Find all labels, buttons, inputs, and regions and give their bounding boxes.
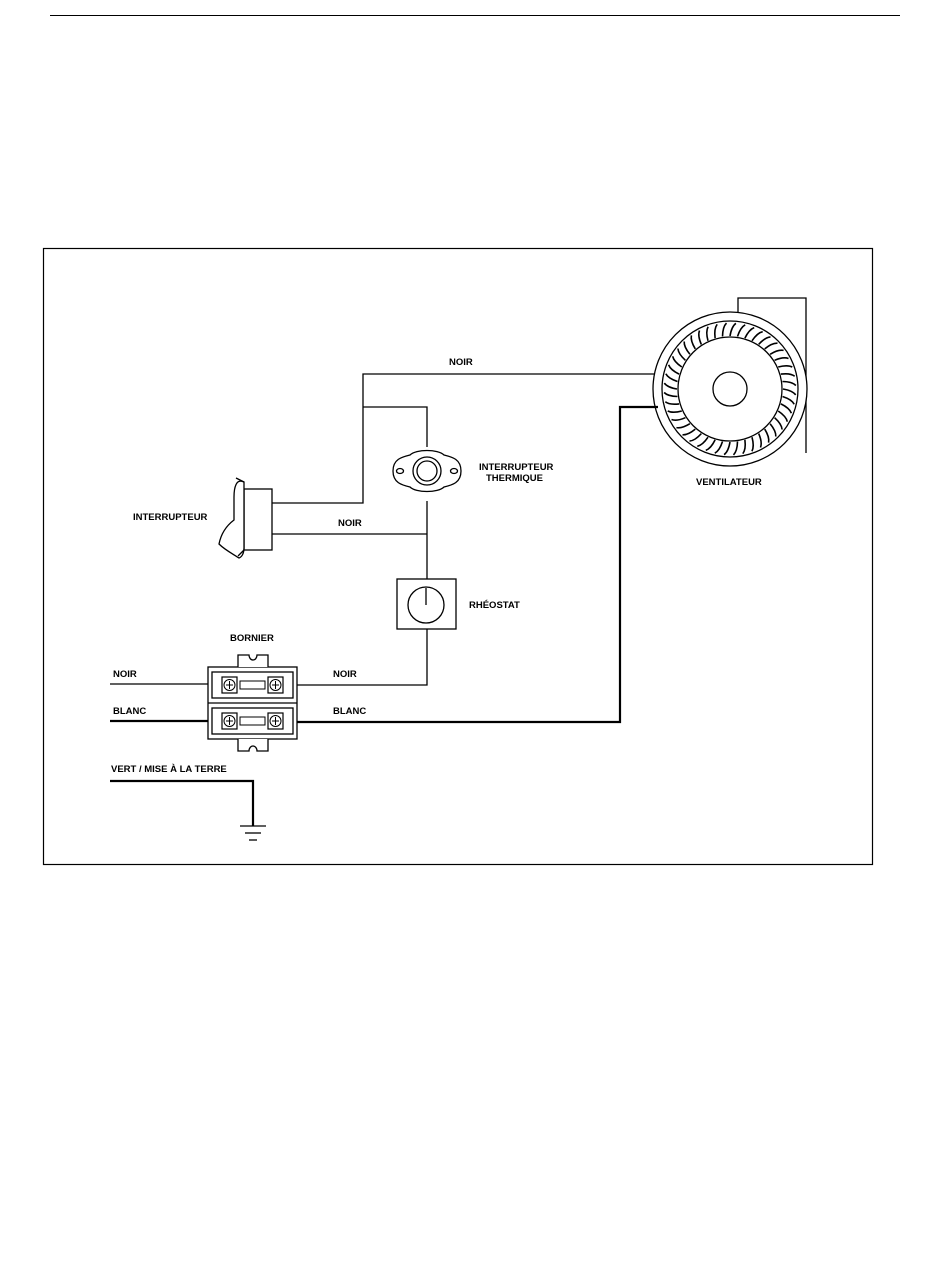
wire-to-thermal-switch — [363, 407, 427, 447]
label-ventilateur: VENTILATEUR — [696, 477, 762, 488]
label-blanc-in: BLANC — [113, 706, 146, 717]
label-noir-in: NOIR — [113, 669, 137, 680]
label-wire-noir-switch: NOIR — [338, 518, 362, 529]
wires — [110, 374, 658, 826]
label-interrupteur-thermique-2: THERMIQUE — [486, 473, 543, 484]
label-rheostat: RHÉOSTAT — [469, 600, 520, 611]
label-noir-out: NOIR — [333, 669, 357, 680]
label-bornier: BORNIER — [230, 633, 274, 644]
label-blanc-out: BLANC — [333, 706, 366, 717]
wire-rheostat-to-terminal — [288, 629, 427, 685]
wire-noir-switch-to-blower — [272, 374, 655, 503]
ground-icon — [240, 826, 266, 840]
rocker-switch-icon — [219, 478, 272, 558]
label-ground: VERT / MISE À LA TERRE — [111, 764, 227, 775]
blower-fan-icon — [653, 298, 807, 466]
thermal-switch-icon — [393, 451, 461, 492]
wire-ground — [110, 781, 253, 826]
label-interrupteur: INTERRUPTEUR — [133, 512, 208, 523]
label-interrupteur-thermique-1: INTERRUPTEUR — [479, 462, 554, 473]
label-wire-noir-top: NOIR — [449, 357, 473, 368]
rheostat-icon — [397, 579, 456, 629]
terminal-block-icon — [208, 655, 297, 751]
